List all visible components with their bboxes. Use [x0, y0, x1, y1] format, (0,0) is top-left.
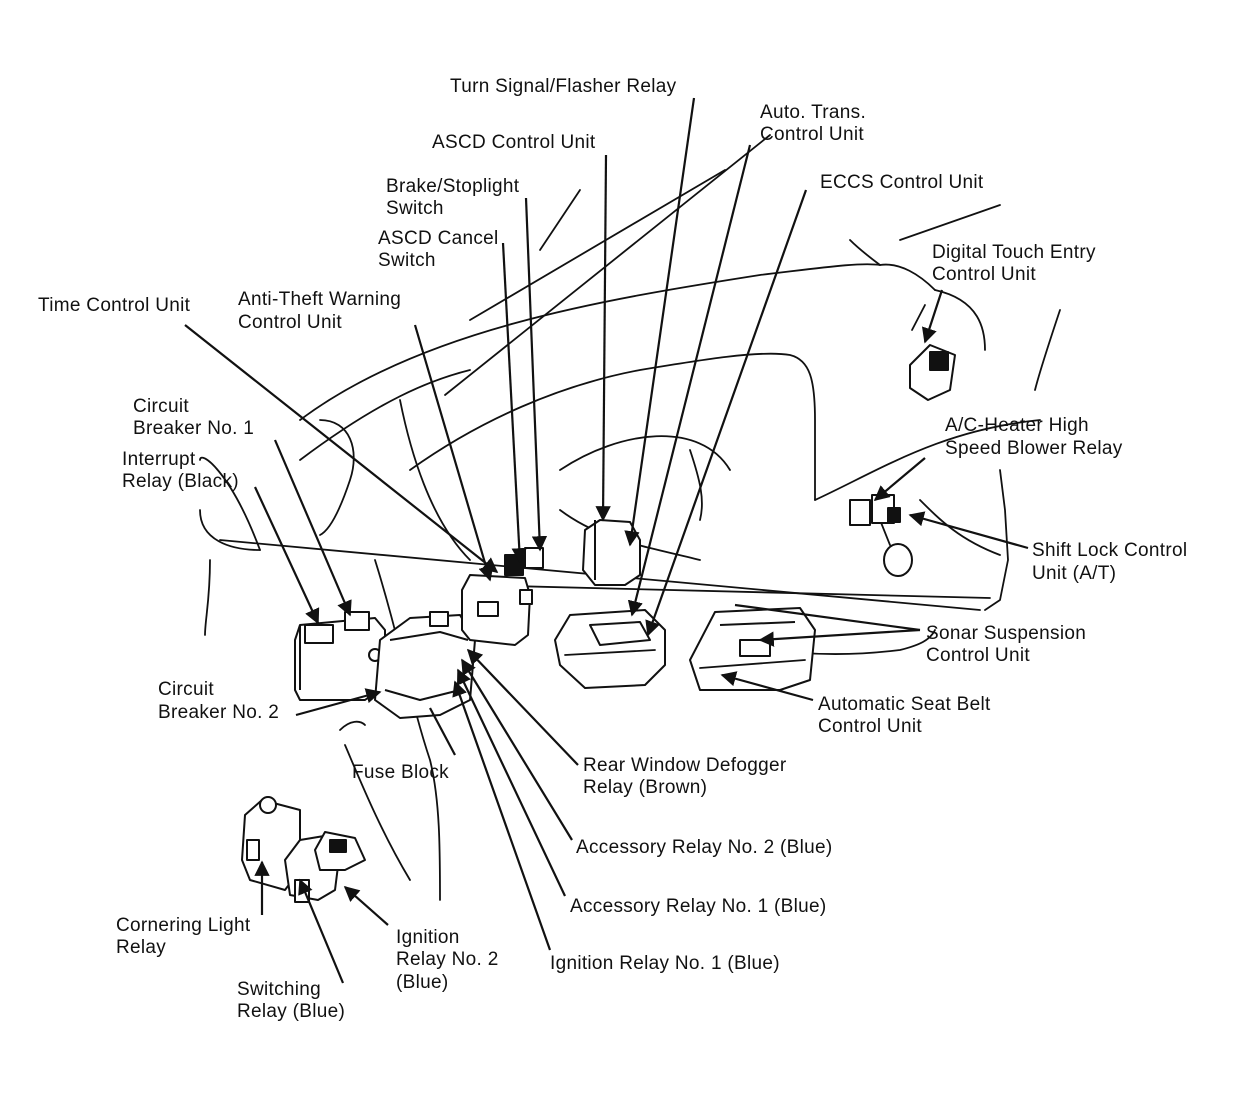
- label-sonar-suspension-control-unit: Sonar Suspension Control Unit: [926, 623, 1092, 666]
- leader-time-control: [184, 324, 499, 573]
- label-fuse-block: Fuse Block: [352, 762, 449, 783]
- leader-lines: [184, 97, 1029, 984]
- label-switching-relay: Switching Relay (Blue): [237, 979, 345, 1022]
- leader-sonar: [758, 628, 921, 647]
- label-ignition-relay-no-1: Ignition Relay No. 1 (Blue): [550, 953, 780, 974]
- leader-ascd-cancel: [501, 242, 527, 564]
- leader-ascd-control: [595, 154, 611, 522]
- leader-cb1: [273, 439, 352, 617]
- leader-switching: [298, 878, 345, 984]
- leader-ac-heater: [873, 457, 926, 501]
- leader-sonar-b: [734, 603, 921, 632]
- label-interrupt-relay-black: Interrupt Relay (Black): [122, 449, 239, 492]
- label-circuit-breaker-no-2: Circuit Breaker No. 2: [158, 679, 279, 723]
- label-accessory-relay-no-2: Accessory Relay No. 2 (Blue): [576, 837, 833, 858]
- leader-acc2: [461, 658, 573, 841]
- label-brake-stoplight-switch: Brake/Stoplight Switch: [386, 176, 525, 219]
- label-turn-signal-flasher-relay: Turn Signal/Flasher Relay: [450, 76, 677, 97]
- leader-digital-touch: [921, 289, 944, 344]
- label-rear-window-defogger-relay: Rear Window Defogger Relay (Brown): [583, 755, 792, 798]
- leader-anti-theft: [413, 324, 494, 582]
- label-ignition-relay-no-2: Ignition Relay No. 2 (Blue): [396, 927, 504, 993]
- label-time-control-unit: Time Control Unit: [38, 295, 191, 316]
- leader-acc1: [456, 668, 566, 897]
- leader-defogger: [466, 648, 579, 766]
- leader-auto-trans: [627, 144, 752, 617]
- label-digital-touch-entry-control-unit: Digital Touch Entry Control Unit: [932, 242, 1101, 285]
- label-accessory-relay-no-1: Accessory Relay No. 1 (Blue): [570, 896, 827, 917]
- leader-cb2: [295, 688, 382, 717]
- label-cornering-light-relay: Cornering Light Relay: [116, 915, 256, 958]
- component-drawings: [241, 344, 956, 903]
- label-shift-lock-control-unit: Shift Lock Control Unit (A/T): [1032, 540, 1193, 584]
- leader-shift-lock: [908, 511, 1029, 550]
- leader-fuse-block: [429, 707, 456, 756]
- leader-brake-switch: [524, 197, 548, 552]
- label-auto-trans-control-unit: Auto. Trans. Control Unit: [760, 102, 872, 145]
- leader-turn-signal: [624, 97, 696, 547]
- label-ac-heater-high-speed-blower-relay: A/C-Heater High Speed Blower Relay: [945, 415, 1123, 459]
- leader-ign2: [343, 885, 389, 926]
- labels: Turn Signal/Flasher Relay Auto. Trans. C…: [38, 76, 1193, 1022]
- leader-interrupt: [254, 486, 320, 625]
- label-ascd-control-unit: ASCD Control Unit: [432, 132, 596, 153]
- leader-eccs: [645, 189, 808, 637]
- label-ascd-cancel-switch: ASCD Cancel Switch: [378, 228, 504, 271]
- label-circuit-breaker-no-1: Circuit Breaker No. 1: [133, 396, 254, 439]
- label-automatic-seat-belt-control-unit: Automatic Seat Belt Control Unit: [818, 694, 996, 737]
- leader-seat-belt: [720, 671, 814, 702]
- leader-ign1: [452, 680, 552, 951]
- label-anti-theft-warning-control-unit: Anti-Theft Warning Control Unit: [238, 289, 407, 333]
- label-eccs-control-unit: ECCS Control Unit: [820, 172, 984, 193]
